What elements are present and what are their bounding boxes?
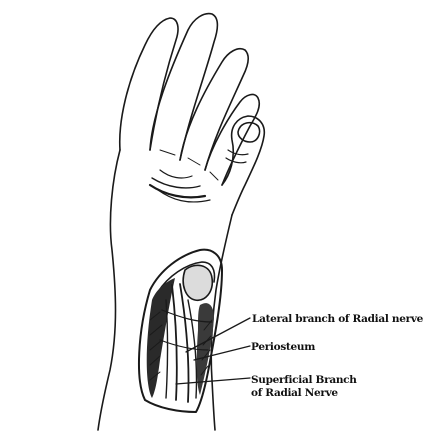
label-superficial-branch: Superficial Branch [251, 374, 357, 387]
thumb-nail [238, 123, 260, 142]
leader-lateral-branch [186, 318, 250, 352]
leader-superficial-branch [176, 378, 250, 384]
label-periosteum: Periosteum [251, 341, 315, 354]
forearm-right-edge [211, 215, 232, 430]
thumb [222, 116, 264, 215]
index-finger [120, 18, 178, 150]
label-superficial-branch-continued: of Radial Nerve [251, 387, 338, 400]
ring-finger [180, 49, 248, 170]
nerve-strand [172, 285, 177, 400]
label-lateral-branch-radial-nerve: Lateral branch of Radial nerve [252, 313, 423, 326]
radial-styloid [183, 265, 212, 300]
forearm-left-edge [98, 150, 120, 430]
